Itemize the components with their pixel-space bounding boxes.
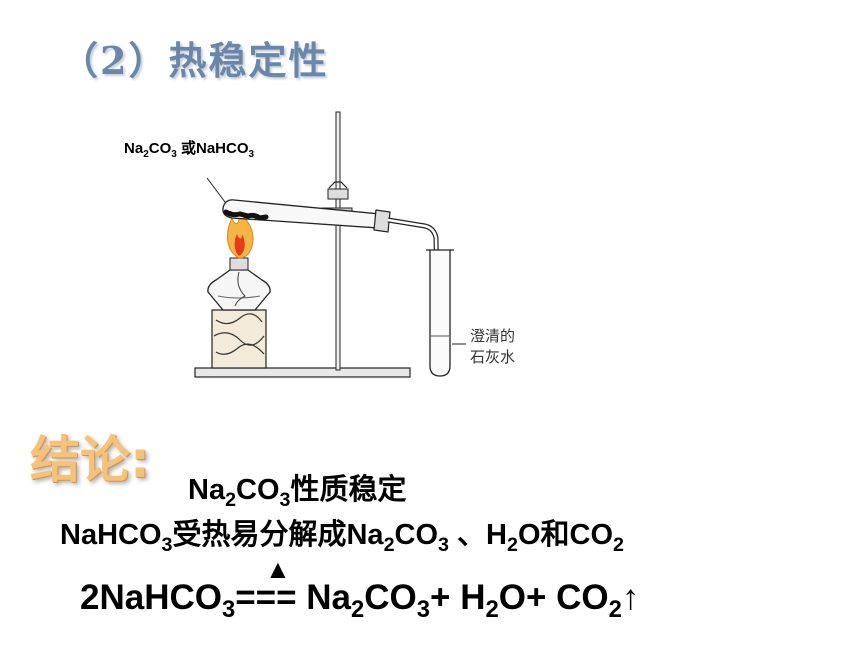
- decomposition-equation: 2NaHCO3=== Na2CO3+ H2O+ CO2↑: [80, 578, 639, 624]
- subscript: 2: [608, 596, 622, 623]
- subscript: 3: [221, 596, 236, 623]
- subscript: 3: [279, 488, 291, 511]
- text-run: 2NaHCO: [80, 578, 222, 617]
- text-run: CO: [236, 474, 280, 506]
- alcohol-lamp: [207, 269, 271, 311]
- text-run: 受热易分解成Na: [172, 519, 384, 551]
- slide-title: （2）热稳定性: [60, 38, 329, 83]
- text-run: NaHCO: [60, 519, 162, 551]
- text-run: CO: [364, 578, 417, 617]
- subscript: 3: [161, 533, 173, 556]
- label-text: CO: [148, 140, 172, 157]
- subscript: 2: [351, 596, 365, 623]
- text-run: 、H: [449, 519, 508, 551]
- text-run: CO: [394, 519, 439, 551]
- rubber-stopper: [373, 209, 391, 233]
- label-text: 或NaHCO: [176, 140, 249, 157]
- text-run: === Na: [235, 578, 352, 617]
- subscript: 2: [383, 533, 395, 556]
- limewater-label-line2: 石灰水: [470, 348, 515, 366]
- text-run: O+ CO: [498, 578, 609, 617]
- label-subscript: 3: [248, 149, 255, 160]
- text-run: + H: [430, 578, 486, 617]
- subscript: 2: [613, 533, 625, 556]
- subscript: 3: [438, 533, 449, 556]
- flame-inner: [234, 234, 245, 256]
- subscript: 2: [485, 596, 499, 623]
- clamp-screw: [328, 181, 348, 189]
- apparatus-label: Na2CO3 或NaHCO3: [124, 137, 254, 160]
- subscript: 2: [507, 533, 518, 556]
- text-run: O和CO: [517, 519, 614, 551]
- label-text: Na: [124, 140, 144, 157]
- clamp-boss: [327, 188, 349, 200]
- text-run: Na: [188, 474, 226, 506]
- heat-condition-symbol: ▲: [265, 554, 291, 584]
- label-subscript: 3: [171, 149, 177, 160]
- heating-apparatus-diagram: 澄清的 石灰水: [194, 111, 515, 378]
- stand-pole: [335, 111, 341, 371]
- label-pointer-line: [206, 177, 229, 207]
- text-run: ↑: [621, 578, 640, 617]
- conclusion-heading: 结论:: [30, 431, 150, 489]
- limewater-label-line1: 澄清的: [470, 327, 515, 345]
- subscript: 2: [225, 488, 237, 511]
- conclusion-line-decomposition: NaHCO3受热易分解成Na2CO3 、H2O和CO2: [60, 511, 624, 557]
- test-tube: [222, 199, 381, 229]
- limewater-test-tube: [429, 250, 451, 377]
- label-subscript: 2: [143, 149, 149, 160]
- conclusion-line-stability: Na2CO3性质稳定: [188, 466, 407, 512]
- stand-base: [194, 367, 411, 378]
- text-run: 性质稳定: [290, 474, 407, 506]
- subscript: 3: [416, 596, 431, 623]
